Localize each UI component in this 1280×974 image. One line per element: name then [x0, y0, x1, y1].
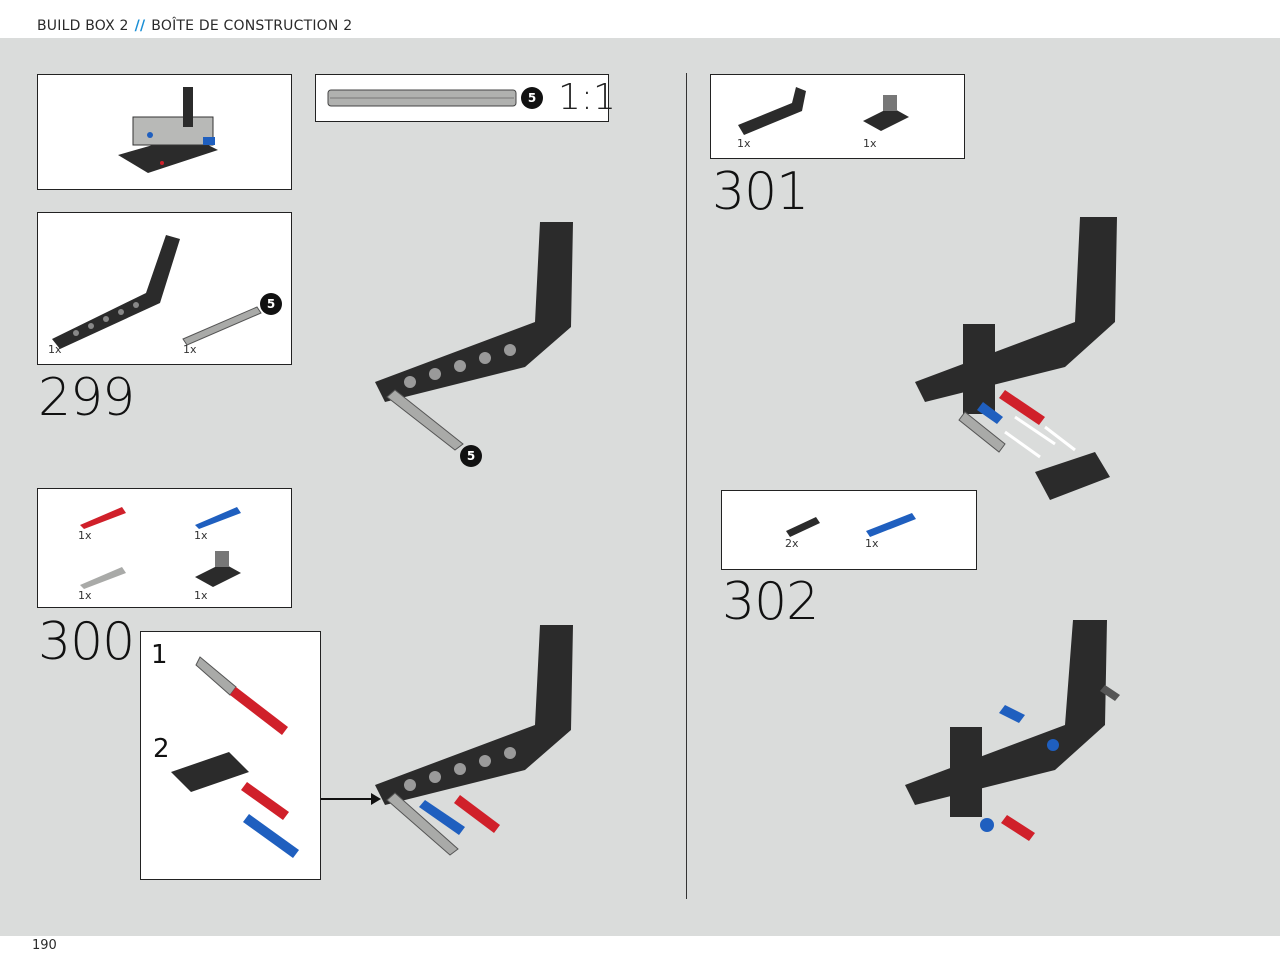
pin-red-icon [80, 507, 126, 529]
part-badge: 5 [260, 293, 282, 315]
substep-1: 1 [151, 640, 168, 670]
step-number-299: 299 [38, 368, 135, 428]
connector-block-icon [863, 95, 909, 131]
part-qty: 1x [183, 343, 197, 356]
step-number-300: 300 [38, 612, 135, 672]
axle-5-icon [327, 89, 517, 107]
step-302-assembly [905, 620, 1120, 841]
part-qty: 1x [194, 529, 208, 542]
page-footer: 190 [0, 936, 1280, 974]
beam-l-icon [738, 87, 806, 135]
step-number-301: 301 [712, 162, 809, 222]
axle-pin-grey-icon [80, 567, 126, 589]
step-300-parts-box: 1x 1x 1x 1x [37, 488, 292, 608]
step-299-parts-box: 5 1x 1x [37, 212, 292, 365]
pin-blue-long-icon [866, 513, 916, 537]
pin-blue-icon [195, 507, 241, 529]
part-qty: 2x [785, 537, 799, 550]
connector-block-icon [195, 551, 241, 587]
step-299-assembly [375, 222, 573, 451]
step-302-parts-box: 2x 1x [721, 490, 977, 570]
part-qty: 1x [78, 529, 92, 542]
beam-bent-icon [52, 235, 180, 349]
part-qty: 1x [737, 137, 751, 150]
step-301-parts-box: 1x 1x [710, 74, 965, 159]
header-title: BUILD BOX 2 // BOÎTE DE CONSTRUCTION 2 [37, 18, 352, 34]
axle-length-badge: 5 [521, 87, 543, 109]
axle-scale-label: 1:1 [558, 77, 616, 118]
column-divider [686, 73, 687, 899]
part-qty: 1x [863, 137, 877, 150]
header-title-en: BUILD BOX 2 [37, 18, 129, 34]
step-300-subassembly-box: 1 2 [140, 631, 321, 880]
connector-black-icon [786, 517, 820, 537]
step-number-302: 302 [722, 572, 819, 632]
part-qty: 1x [48, 343, 62, 356]
model-overview-box [37, 74, 292, 190]
model-overview-icon [118, 87, 218, 173]
connector-pin-assembly-icon [171, 752, 299, 858]
axle-scale-callout: 5 1:1 [315, 74, 616, 122]
axle-5-icon [182, 306, 262, 346]
pin-assembly-icon [195, 656, 288, 735]
substep-2: 2 [153, 734, 170, 764]
arrow-icon [321, 793, 381, 805]
header-separator: // [134, 18, 146, 34]
part-qty: 1x [78, 589, 92, 602]
step-300-assembly [375, 625, 573, 856]
step-301-assembly [915, 217, 1117, 500]
page-number: 190 [32, 938, 57, 953]
page-header: BUILD BOX 2 // BOÎTE DE CONSTRUCTION 2 [0, 0, 1280, 38]
part-qty: 1x [194, 589, 208, 602]
part-qty: 1x [865, 537, 879, 550]
assembly-badge: 5 [460, 445, 482, 467]
header-title-fr: BOÎTE DE CONSTRUCTION 2 [151, 18, 353, 34]
